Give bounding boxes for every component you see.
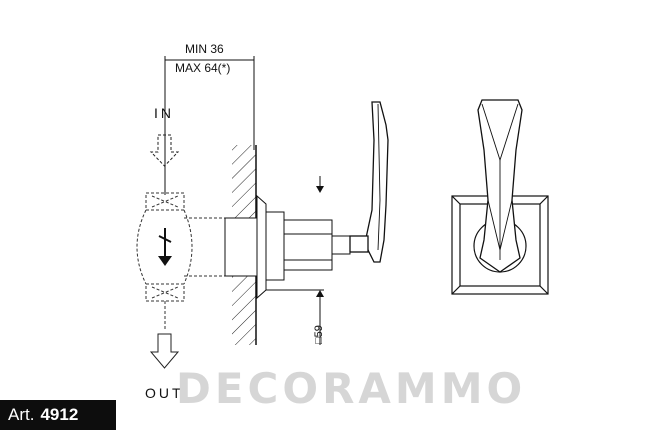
cartridge-body: [224, 194, 351, 300]
lever-handle-side: [349, 101, 389, 263]
dimension-59-label: □59: [313, 325, 325, 344]
flow-arrow-icon: [158, 228, 172, 266]
watermark: DECORAMMO: [176, 364, 527, 413]
lever-handle-front: [477, 99, 523, 273]
in-label: IN: [154, 105, 174, 121]
min-dimension-label: MIN 36: [185, 42, 224, 56]
article-badge: Art. 4912: [0, 400, 116, 430]
article-number: 4912: [40, 405, 79, 424]
dimension-min-max: MIN 36 MAX 64(*): [164, 42, 255, 195]
dimension-59: [266, 176, 324, 345]
article-prefix: Art.: [8, 405, 35, 424]
out-arrow-icon: [149, 333, 180, 369]
out-label: OUT: [145, 385, 184, 401]
valve-body: [136, 192, 225, 330]
max-dimension-label: MAX 64(*): [175, 61, 230, 75]
in-arrow-icon: [149, 134, 180, 167]
